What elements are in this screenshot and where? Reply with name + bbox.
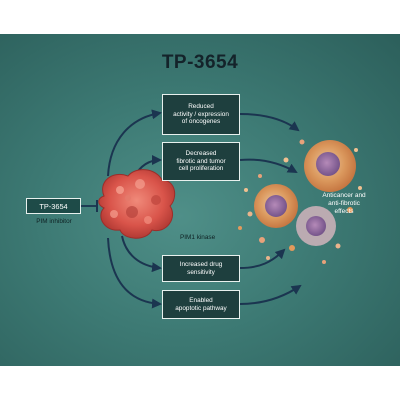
diagram-title: TP-3654 [161, 52, 239, 73]
target-label: PIM1 kinase [180, 234, 216, 241]
arrow-effect-4-to-cells [239, 284, 302, 305]
arrow-to-effect-3 [121, 235, 162, 273]
pim1-protein-illustration [98, 169, 176, 239]
arrow-effect-3-to-cells [239, 248, 286, 269]
cancer-cells-illustration [238, 139, 362, 264]
drug-name-box: TP-3654 [26, 198, 81, 214]
arrow-to-effect-4 [107, 237, 162, 309]
arrow-effect-2-to-cells [239, 158, 298, 173]
arrow-effect-1-to-cells [239, 113, 300, 132]
outcome-label: Anticancer and anti-fibrotic effects [322, 192, 366, 215]
effect-box-enabled-apoptotic-pathway: Enabled apoptotic pathway [162, 290, 240, 319]
effect-box-increased-drug-sensitivity: Increased drug sensitivity [162, 255, 240, 282]
effect-box-reduced-oncogenes: Reduced activity / expression of oncogen… [162, 94, 240, 135]
effect-box-decreased-proliferation: Decreased fibrotic and tumor cell prolif… [162, 142, 240, 181]
drug-description: PIM inhibitor [36, 218, 72, 225]
arrow-to-effect-1 [107, 109, 162, 177]
